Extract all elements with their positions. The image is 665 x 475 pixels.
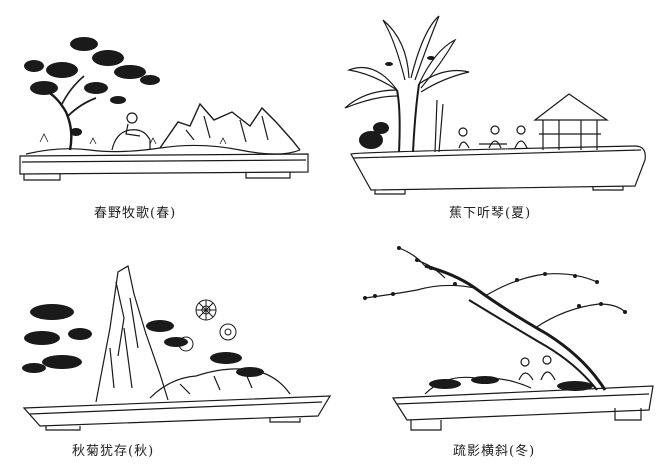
- autumn-caption: 秋菊犹存(秋): [72, 444, 155, 459]
- winter-bonsai-illustration: 疏影横斜(冬): [335, 238, 665, 475]
- summer-tray: [350, 145, 646, 191]
- pavilion-roof: [533, 93, 609, 121]
- spring-caption: 春野牧歌(春): [94, 206, 177, 221]
- spring-tray: [19, 153, 309, 175]
- autumn-tray: [22, 395, 332, 427]
- spring-scene-drawing: [19, 37, 309, 181]
- chrysanthemum-2: [219, 323, 237, 341]
- summer-scene-drawing: [344, 15, 646, 195]
- winter-scene-drawing: [363, 246, 654, 431]
- autumn-scene-drawing: [22, 265, 332, 431]
- summer-bonsai-illustration: 蕉下听琴(夏): [335, 0, 665, 235]
- winter-caption: 疏影横斜(冬): [453, 444, 536, 459]
- summer-caption: 蕉下听琴(夏): [449, 206, 532, 221]
- chrysanthemum-3: [178, 336, 194, 352]
- spring-bonsai-illustration: 春野牧歌(春): [0, 0, 330, 235]
- autumn-bonsai-illustration: 秋菊犹存(秋): [0, 238, 332, 475]
